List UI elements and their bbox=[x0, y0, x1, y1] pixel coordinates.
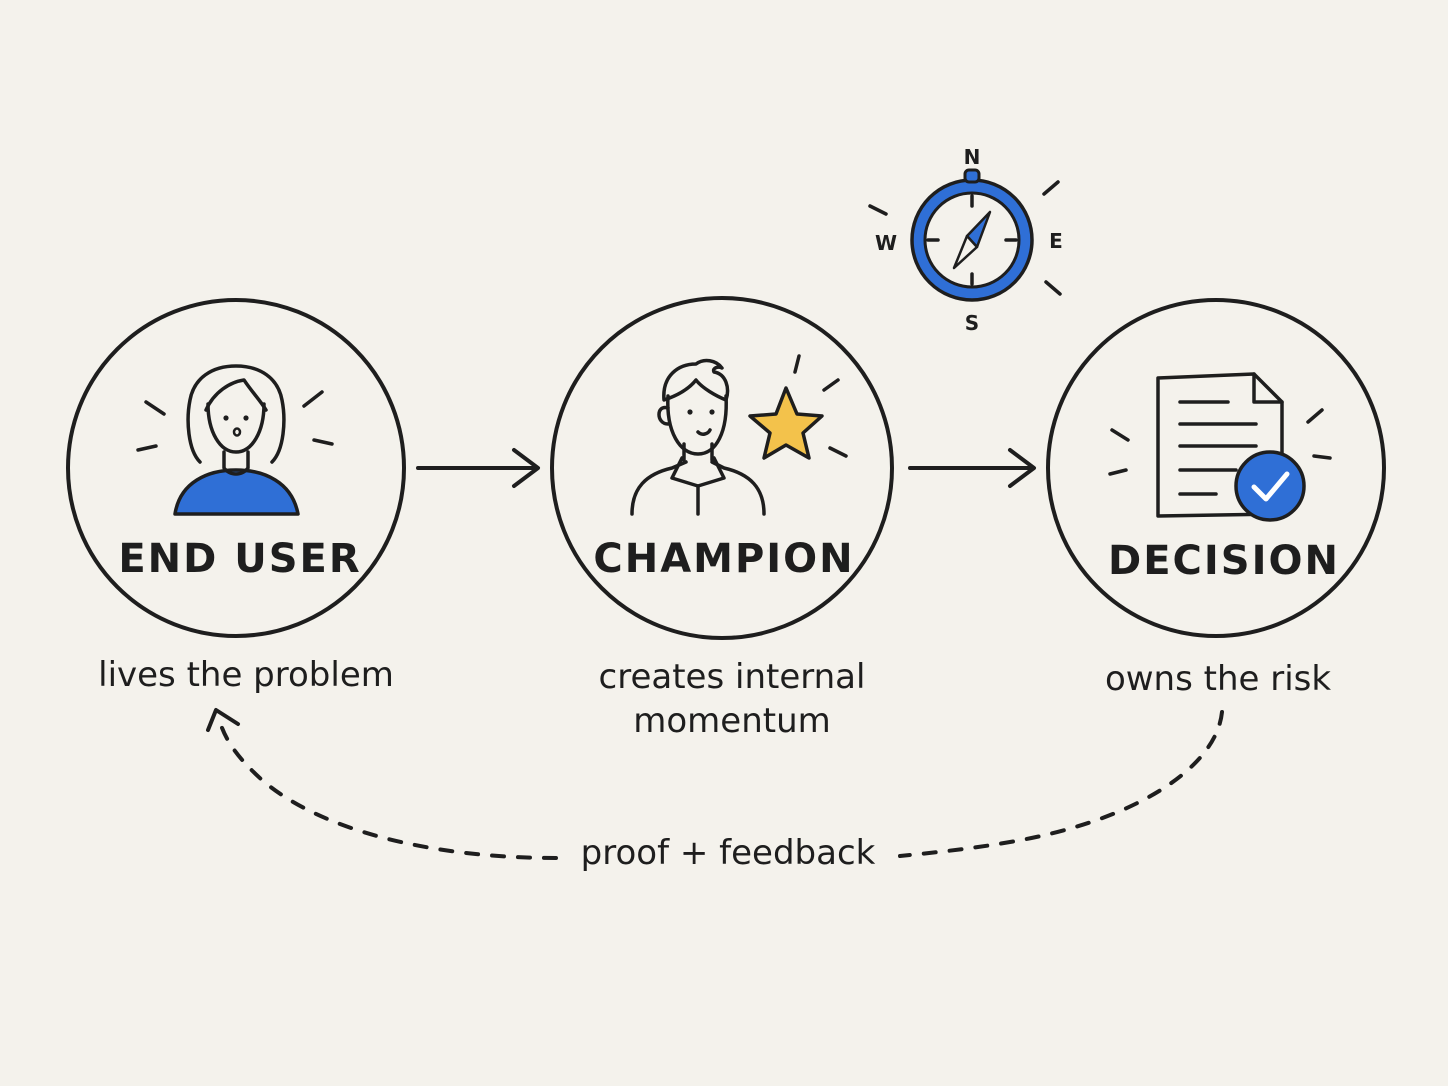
loop-label: proof + feedback bbox=[581, 833, 876, 873]
compass-icon: N E S W bbox=[868, 145, 1063, 335]
caption-decision: owns the risk bbox=[1105, 659, 1331, 699]
caption-champion-line-1: creates internal bbox=[599, 657, 866, 697]
man-icon bbox=[630, 358, 766, 516]
node-title-decision: DECISION bbox=[1108, 538, 1340, 584]
feedback-loop-arrow: proof + feedback bbox=[206, 708, 1224, 873]
check-badge-icon bbox=[1234, 450, 1306, 522]
caption-champion-line-2: momentum bbox=[633, 701, 831, 741]
woman-icon bbox=[136, 364, 334, 516]
compass-letter-w: W bbox=[875, 231, 897, 255]
node-champion: CHAMPION bbox=[550, 296, 894, 640]
compass-letter-e: E bbox=[1049, 229, 1063, 253]
node-decision: DECISION bbox=[1046, 298, 1386, 638]
document-icon bbox=[1108, 372, 1332, 518]
shirt-shape bbox=[173, 468, 300, 516]
node-title-end-user: END USER bbox=[118, 536, 361, 582]
caption-end-user: lives the problem bbox=[98, 655, 394, 695]
compass-letter-n: N bbox=[964, 145, 981, 169]
node-circle bbox=[550, 296, 894, 640]
node-circle bbox=[66, 298, 406, 638]
arrow-end-user-to-champion bbox=[416, 448, 540, 488]
arrow-champion-to-decision bbox=[908, 448, 1036, 488]
node-title-champion: CHAMPION bbox=[593, 536, 854, 582]
node-end-user: END USER bbox=[66, 298, 406, 638]
node-circle bbox=[1046, 298, 1386, 638]
star-icon bbox=[748, 354, 848, 460]
compass-letter-s: S bbox=[965, 311, 979, 335]
